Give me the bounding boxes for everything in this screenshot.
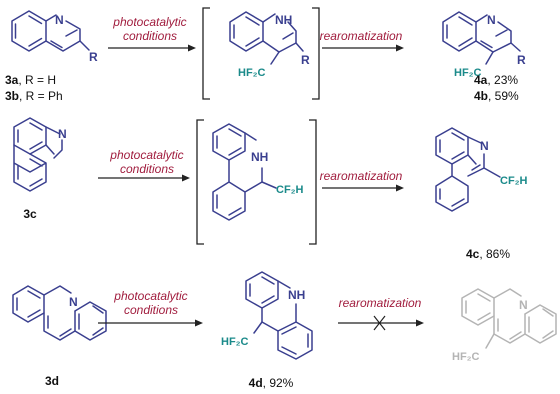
n-atom-label: N	[519, 298, 528, 312]
phenanthridine-4c-structure: N CF₂H	[435, 127, 528, 212]
rearomatization-label-3: rearomatization	[339, 296, 422, 310]
hf2c-group-label: HF₂C	[454, 67, 482, 79]
r-group-label: R	[89, 50, 98, 64]
quinoline-3a-structure: N R	[11, 10, 98, 64]
bracket-right-2	[309, 119, 317, 245]
r-group-label: R	[301, 53, 310, 67]
compound-label-3c: 3c	[23, 207, 37, 221]
n-atom-label: N	[58, 127, 67, 141]
compound-label-3a: 3a, R = H	[5, 73, 56, 87]
reaction-arrow-3	[98, 174, 190, 182]
hf2c-group-label: HF₂C	[452, 351, 480, 363]
reaction-arrow-2	[322, 44, 404, 52]
nh-atom-label: NH	[288, 288, 305, 302]
rearomatization-label-2: rearomatization	[320, 169, 403, 183]
cf2h-group-label: CF₂H	[276, 184, 304, 196]
nh-atom-label: NH	[275, 13, 292, 27]
arrow-right-icon	[188, 44, 196, 52]
n-atom-label: N	[487, 13, 496, 27]
compound-label-3d: 3d	[45, 374, 59, 388]
r-group-label: R	[517, 53, 526, 67]
conditions-label-2b: conditions	[120, 162, 174, 176]
dihydroquinoline-intermediate: NH R HF₂C	[229, 11, 310, 79]
compound-label-4a: 4a, 23%	[474, 73, 518, 87]
reaction-arrow-5	[98, 319, 203, 327]
conditions-label-1a: photocatalytic	[112, 15, 186, 29]
rearomatization-label-1: rearomatization	[320, 29, 403, 43]
cross-mark-icon	[373, 315, 386, 331]
reaction-arrow-6	[338, 319, 424, 327]
conditions-label-1b: conditions	[123, 29, 177, 43]
arrow-right-icon	[396, 44, 404, 52]
bracket-left-2	[196, 119, 204, 245]
compound-label-4b: 4b, 59%	[474, 89, 519, 103]
hf2c-group-label: HF₂C	[221, 336, 249, 348]
conditions-label-3a: photocatalytic	[113, 289, 187, 303]
phenanthridine-3c-structure: N	[13, 117, 67, 192]
compound-label-3b: 3b, R = Ph	[5, 89, 63, 103]
reaction-arrow-1	[108, 44, 196, 52]
n-atom-label: N	[69, 295, 78, 309]
arrow-right-icon	[182, 174, 190, 182]
conditions-label-3b: conditions	[124, 303, 178, 317]
acridine-3d-structure: N	[12, 285, 107, 341]
dihydroacridine-4d-structure: NH HF₂C	[221, 271, 313, 360]
reaction-arrow-4	[322, 184, 404, 192]
compound-label-4c: 4c, 86%	[466, 247, 510, 261]
quinoline-4a-structure: N R HF₂C	[442, 11, 526, 79]
compound-label-4d: 4d, 92%	[249, 376, 294, 390]
hf2c-group-label: HF₂C	[238, 67, 266, 79]
n-atom-label: N	[480, 139, 489, 153]
arrow-right-icon	[416, 319, 424, 327]
bracket-left-1	[202, 7, 210, 100]
cf2h-group-label: CF₂H	[500, 175, 528, 187]
dihydrophenanthridine-intermediate: NH CF₂H	[212, 123, 304, 221]
arrow-right-icon	[195, 319, 203, 327]
acridine-product-failed: N HF₂C	[452, 288, 557, 363]
n-atom-label: N	[55, 13, 64, 27]
bracket-right-1	[312, 7, 320, 100]
conditions-label-2a: photocatalytic	[109, 148, 183, 162]
nh-atom-label: NH	[251, 150, 268, 164]
arrow-right-icon	[396, 184, 404, 192]
